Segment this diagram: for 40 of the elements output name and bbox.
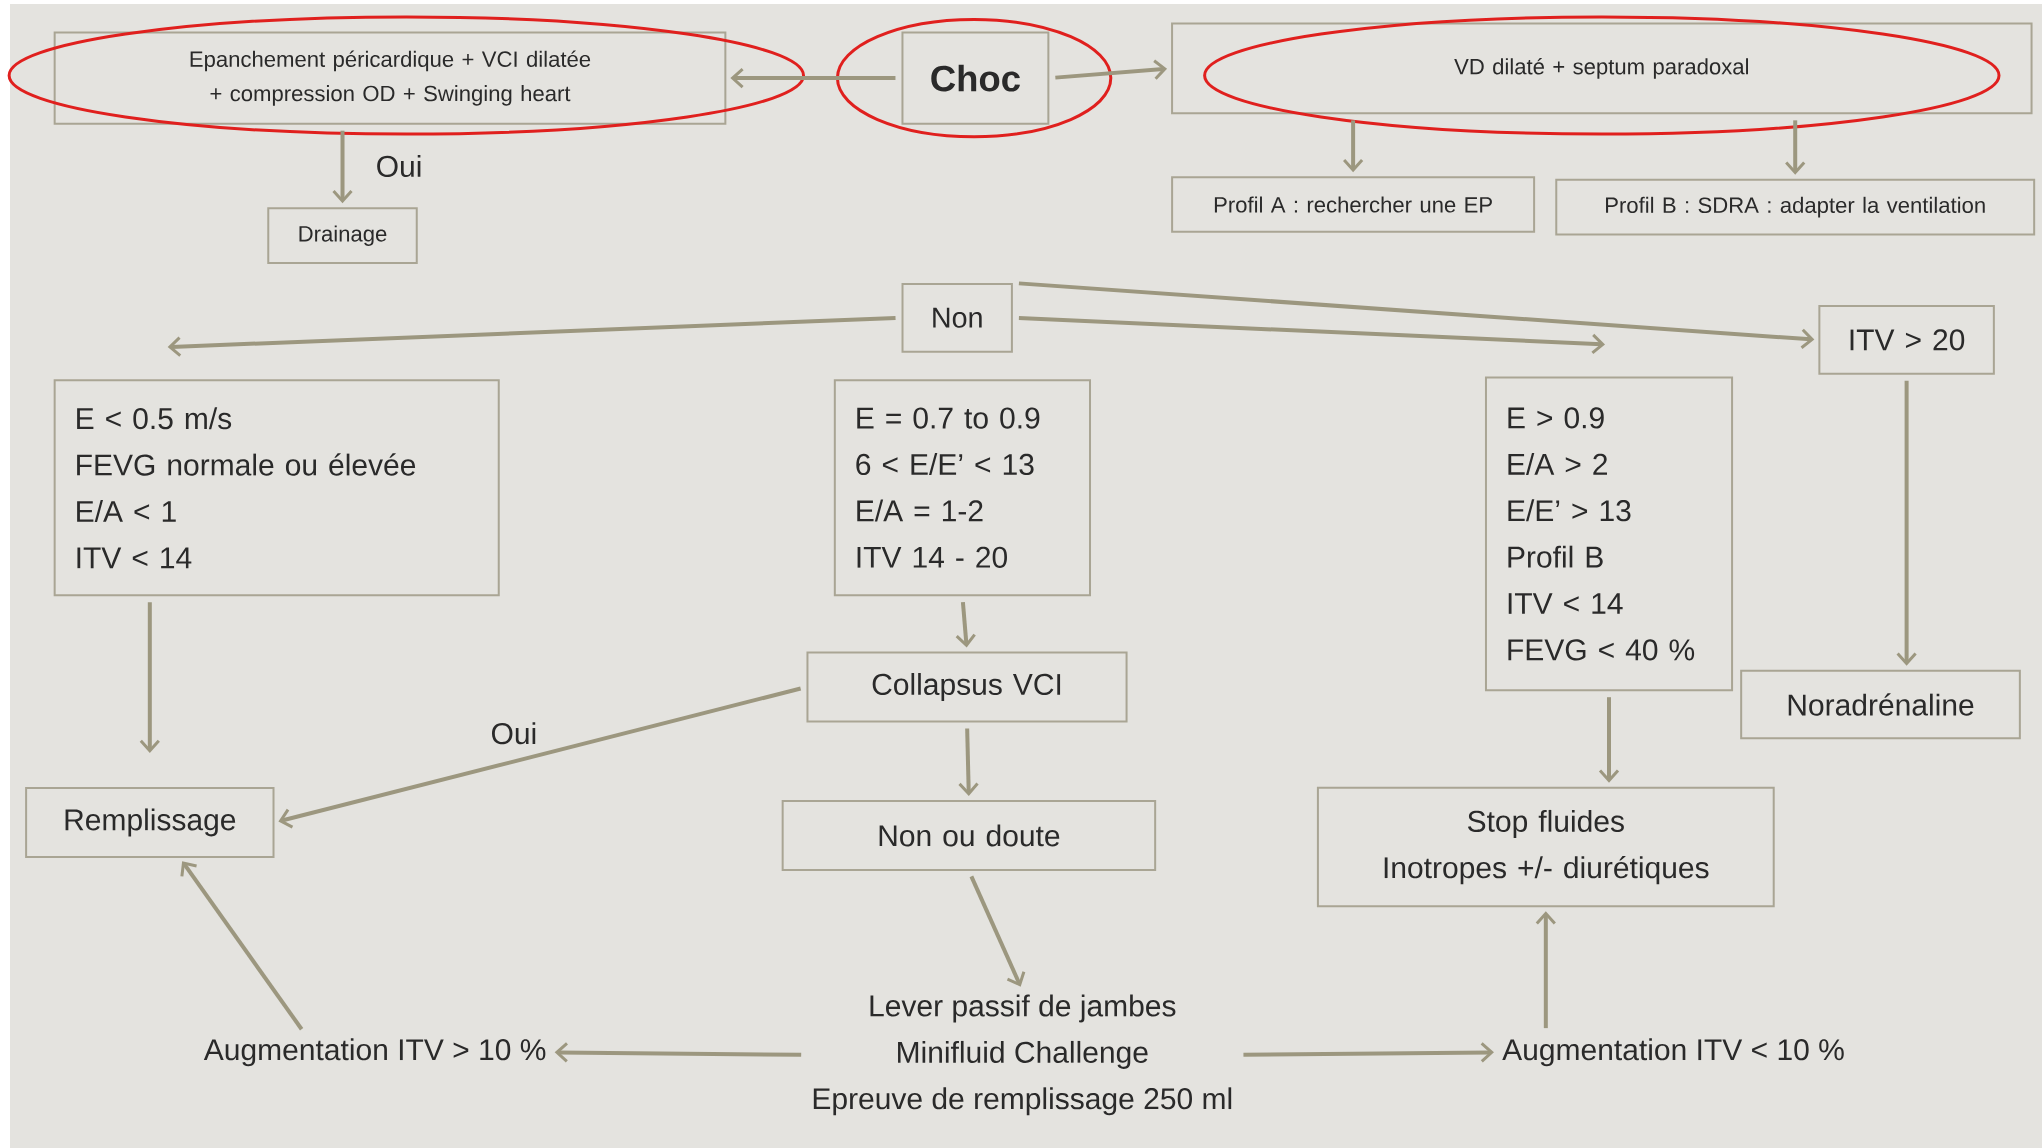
step-text: Augmentation ITV < 10 % — [1502, 1038, 1844, 1067]
step-text: Augmentation ITV > 10 % — [203, 1038, 546, 1067]
start-box: Choc — [901, 31, 1050, 125]
process-box: Noradrénaline — [1740, 669, 2021, 740]
edge-label: Oui — [487, 719, 541, 748]
process-box: Epanchement péricardique + VCI dilatée + compression OD + Swinging heart — [53, 31, 727, 125]
arrow — [958, 728, 979, 796]
process-box: Remplissage — [25, 786, 275, 858]
process-box: Drainage — [267, 207, 418, 265]
arrow — [969, 875, 1026, 987]
arrow — [1018, 281, 1815, 349]
arrow — [332, 130, 353, 204]
arrow — [139, 602, 160, 753]
arrow — [1535, 911, 1556, 1029]
process-box: Collapsus VCI — [806, 651, 1128, 723]
arrow — [1598, 697, 1620, 783]
arrow — [554, 1042, 802, 1063]
edge-label: Oui — [372, 152, 426, 181]
step-text: Lever passif de jambes Minifluid Challenge Epreuve de remplissage 250 ml — [813, 994, 1232, 1116]
arrow — [1055, 59, 1168, 80]
arrow — [1785, 120, 1806, 175]
process-box: Profil A : rechercher une EP — [1171, 176, 1536, 233]
arrow — [955, 601, 976, 648]
process-box: VD dilaté + septum paradoxal — [1171, 22, 2033, 115]
process-box: Profil B : SDRA : adapter la ventilation — [1555, 178, 2036, 236]
process-box: E = 0.7 to 0.9 6 < E/E’ < 13 E/A = 1-2 ITV 14 - 20 — [833, 379, 1091, 597]
process-box: E > 0.9 E/A > 2 E/E’ > 13 Profil B ITV < 14 FEVG < 40 % — [1484, 376, 1734, 692]
arrow — [730, 68, 896, 89]
process-box: E < 0.5 m/s FEVG normale ou élevée E/A < 1 ITV < 14 — [53, 379, 500, 597]
arrow — [180, 861, 304, 1031]
process-box: Non — [901, 282, 1013, 353]
process-box: ITV > 20 — [1818, 305, 1995, 375]
arrow — [1343, 120, 1364, 173]
arrow — [1018, 316, 1606, 354]
arrow — [1896, 380, 1917, 666]
arrow — [167, 316, 896, 357]
process-box: Stop fluides Inotropes +/- diurétiques — [1316, 786, 1775, 908]
process-box: Non ou doute — [781, 799, 1157, 871]
arrow — [1243, 1042, 1494, 1063]
arrow — [278, 686, 802, 829]
